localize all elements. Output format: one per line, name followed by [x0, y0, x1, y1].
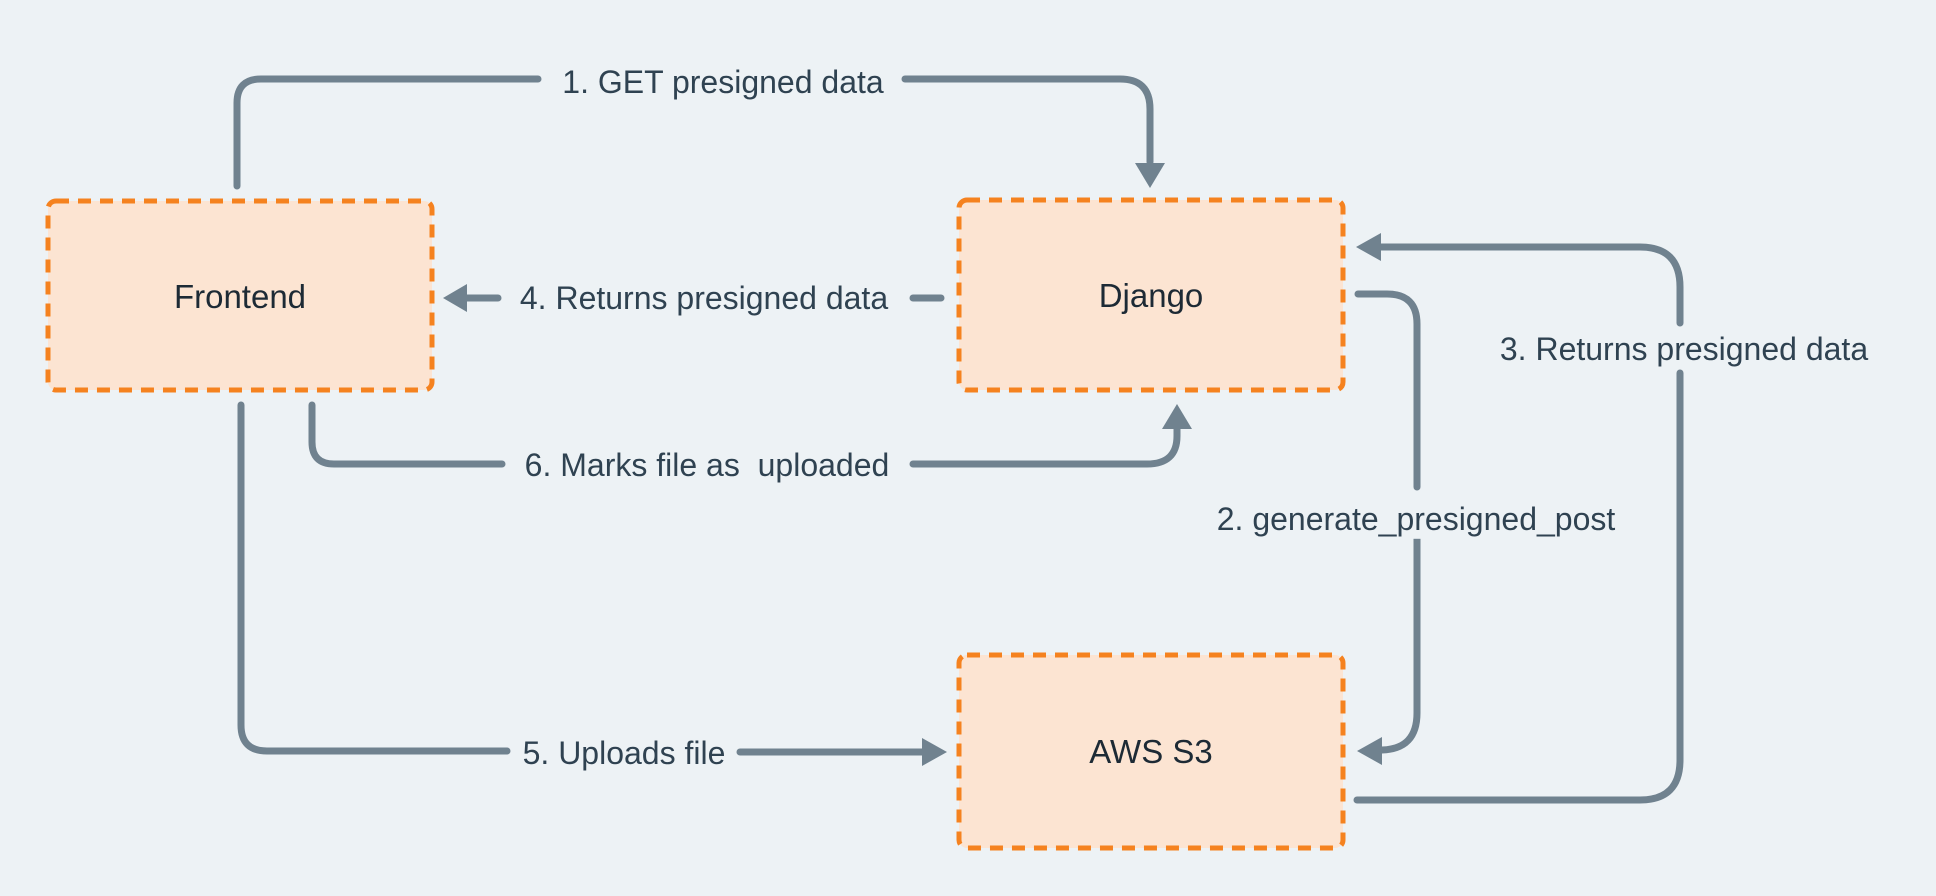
arrow-3-segment-bottom: [1353, 369, 1684, 804]
arrow-3-head-left-icon: [1356, 233, 1381, 261]
aws-s3-node-box: [956, 652, 1346, 851]
arrow-4-head-left-icon: [443, 284, 467, 312]
step-3-label: 3. Returns presigned data: [1493, 328, 1875, 370]
arrow-6-segment-left: [308, 401, 506, 468]
arrow-1-head-down-icon: [1135, 163, 1165, 188]
arrow-5-head-right-icon: [922, 738, 947, 766]
arrow-6-head-up-icon: [1162, 404, 1192, 429]
step-4-label: 4. Returns presigned data: [513, 277, 895, 319]
arrow-1-segment-left: [233, 75, 542, 190]
arrow-2-head-left-icon: [1357, 737, 1382, 765]
arrow-2-segment-top: [1354, 290, 1421, 491]
django-node-label: Django: [1098, 277, 1204, 315]
step-5-label: 5. Uploads file: [516, 732, 732, 774]
arrow-2-segment-bottom: [1378, 534, 1421, 754]
arrow-3-segment-top: [1377, 243, 1684, 327]
step-1-label: 1. GET presigned data: [556, 61, 890, 103]
step-2-label: 2. generate_presigned_post: [1210, 498, 1622, 540]
arrow-6-segment-right: [909, 425, 1181, 468]
frontend-node-box: [45, 198, 435, 393]
arrow-1-segment-right: [901, 75, 1154, 166]
frontend-node-label: Frontend: [173, 278, 307, 316]
step-6-label: 6. Marks file as uploaded: [518, 444, 896, 486]
aws-s3-node-label: AWS S3: [1089, 733, 1213, 771]
django-node-box: [956, 197, 1346, 393]
arrow-5-segment-left: [237, 401, 511, 755]
